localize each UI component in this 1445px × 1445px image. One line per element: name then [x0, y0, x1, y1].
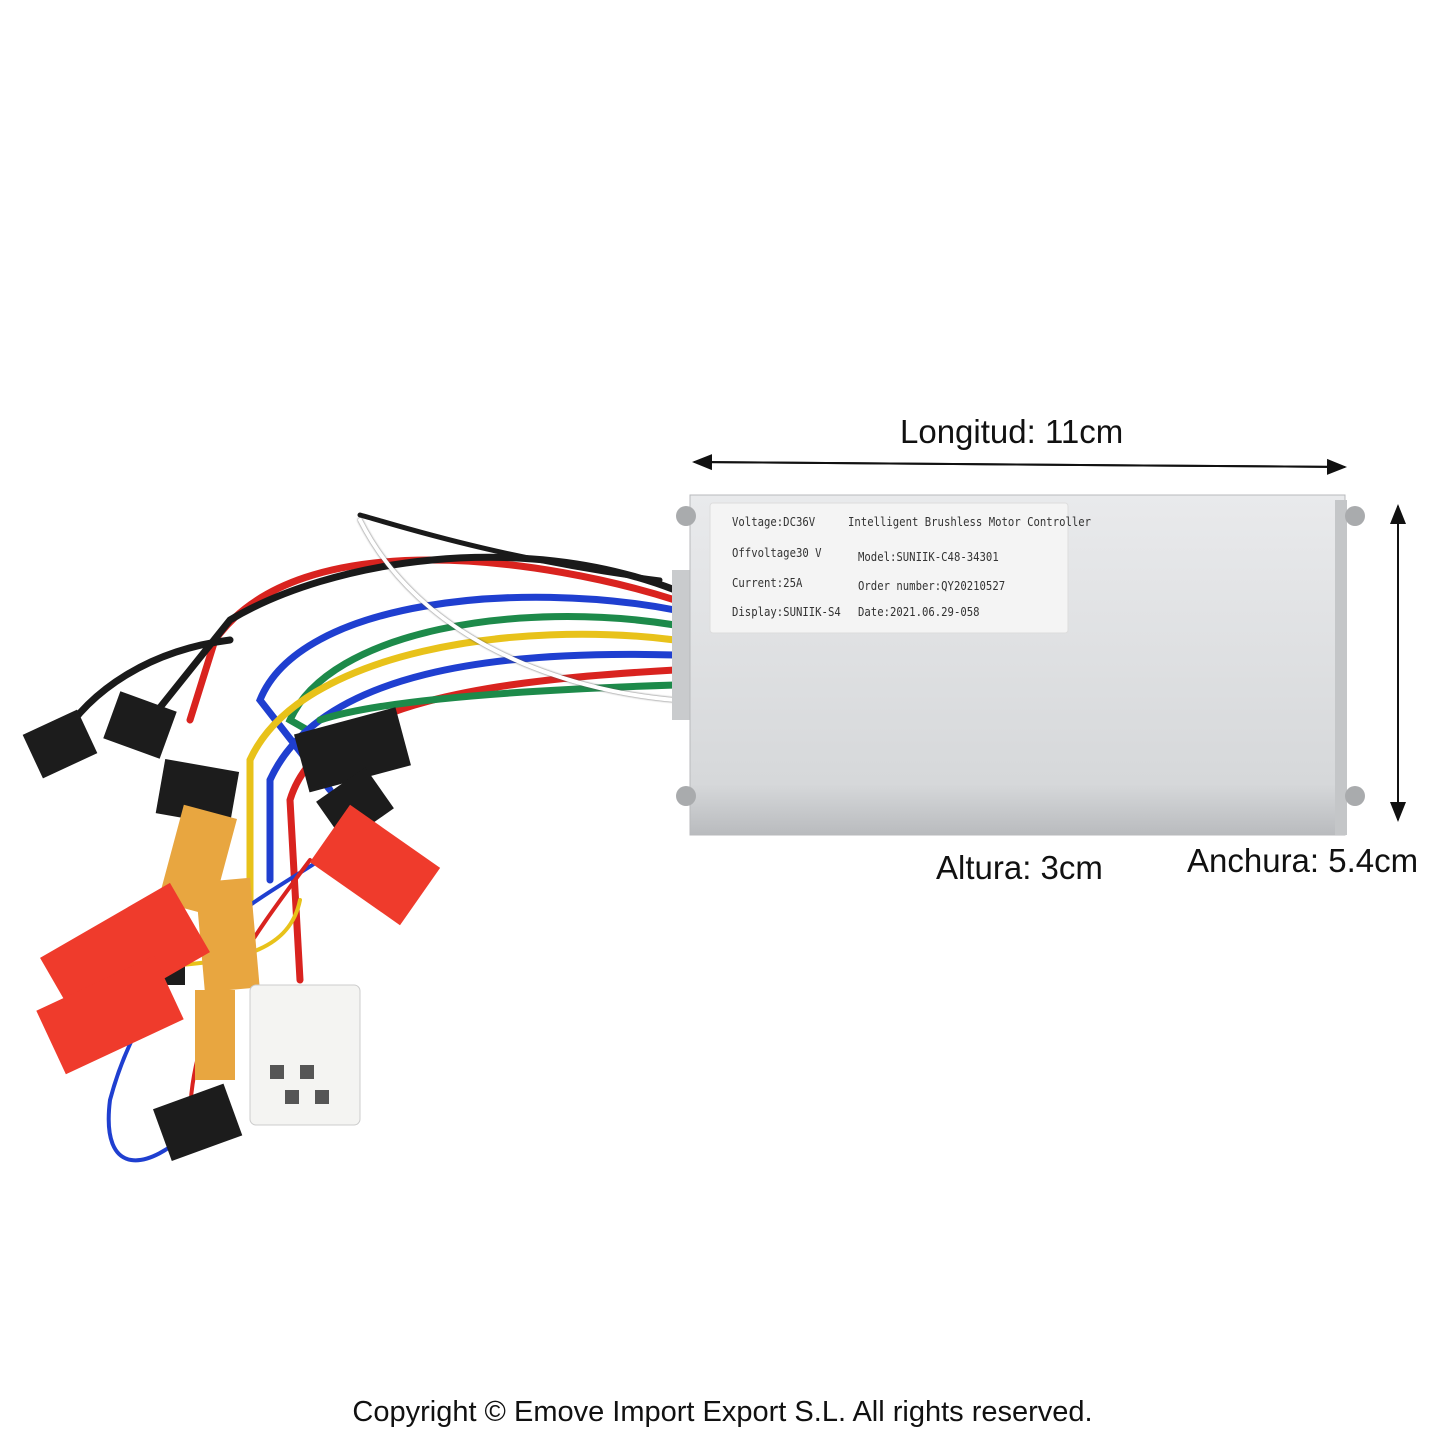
label-date: Date:2021.06.29-058	[858, 604, 980, 619]
connectors	[22, 691, 441, 1161]
label-voltage: Voltage:DC36V	[732, 514, 816, 529]
height-dimension: Altura: 3cm	[936, 849, 1103, 886]
label-current: Current:25A	[732, 575, 803, 590]
label-offvoltage: Offvoltage30 V	[732, 545, 822, 560]
label-title: Intelligent Brushless Motor Controller	[848, 514, 1092, 529]
label-order: Order number:QY20210527	[858, 578, 1006, 593]
length-dimension: Longitud: 11cm	[900, 413, 1124, 450]
width-dimension: Anchura: 5.4cm	[1187, 842, 1419, 879]
copyright-notice: Copyright © Emove Import Export S.L. All…	[352, 1396, 1093, 1428]
spec-label	[709, 502, 1069, 634]
label-display: Display:SUNIIK-S4	[732, 604, 841, 619]
wire-harness	[56, 512, 679, 1163]
label-model: Model:SUNIIK-C48-34301	[858, 549, 999, 564]
controller-housing	[672, 494, 1365, 836]
